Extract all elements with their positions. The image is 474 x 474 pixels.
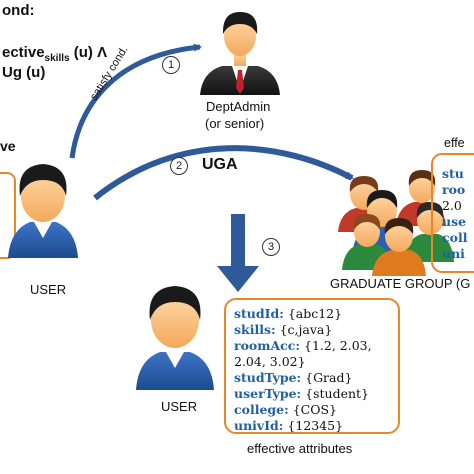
condition-and: (u) Λ xyxy=(69,44,108,61)
group-partial-attribute: 2.0 xyxy=(442,198,462,213)
effective-attribute-value: {Grad} xyxy=(301,370,353,385)
graduate-group-figure xyxy=(338,170,454,276)
effective-attribute-row: userType: {student} xyxy=(234,386,372,402)
down-arrow xyxy=(217,214,259,292)
group-partial-attribute: roo xyxy=(442,182,466,197)
user-top-figure xyxy=(8,164,78,258)
left-partial-box xyxy=(0,172,16,259)
dept-admin-label: DeptAdmin xyxy=(206,99,271,114)
effective-attribute-key: college: xyxy=(234,402,289,417)
group-partial-attribute: coll xyxy=(442,230,468,245)
uga-label: UGA xyxy=(202,156,238,173)
uga-arrow xyxy=(93,145,354,201)
user-bottom-label: USER xyxy=(161,399,198,414)
effective-attribute-row: college: {COS} xyxy=(234,402,372,418)
effective-attributes-caption: effective attributes xyxy=(247,441,353,456)
dept-admin-figure xyxy=(200,12,280,95)
user-bottom-figure xyxy=(136,286,214,390)
effective-attribute-key: roomAcc: xyxy=(234,338,301,353)
left-partial-text: ve xyxy=(0,138,16,154)
effective-attribute-key: univId: xyxy=(234,418,284,433)
effective-attribute-row: univId: {12345} xyxy=(234,418,372,434)
effective-attribute-row: skills: {c,java} xyxy=(234,322,372,338)
effective-attribute-value: {student} xyxy=(301,386,370,401)
effective-attributes-list: studId: {abc12}skills: {c,java}roomAcc: … xyxy=(234,306,372,434)
step-1-badge: 1 xyxy=(162,56,180,74)
condition-skills-sub: skills xyxy=(44,53,70,64)
effective-attribute-row: roomAcc: {1.2, 2.03, xyxy=(234,338,372,354)
effective-attribute-key: skills: xyxy=(234,322,276,337)
effective-attribute-value: {c,java} xyxy=(275,322,333,337)
dept-admin-sub-label: (or senior) xyxy=(205,116,265,131)
effective-attribute-value: {1.2, 2.03, xyxy=(300,338,372,353)
effective-attribute-row: studType: {Grad} xyxy=(234,370,372,386)
effective-attribute-key: userType: xyxy=(234,386,302,401)
condition-line-3: Ug (u) xyxy=(2,64,46,81)
step-2-badge: 2 xyxy=(170,157,188,175)
effective-attributes-box: studId: {abc12}skills: {c,java}roomAcc: … xyxy=(224,298,400,434)
effective-attribute-value: 2.04, 3.02} xyxy=(234,354,306,369)
group-partial-attribute: stu xyxy=(442,166,464,181)
effective-attribute-row: studId: {abc12} xyxy=(234,306,372,322)
effective-attribute-value: {abc12} xyxy=(283,306,343,321)
satisfy-arrow xyxy=(69,43,202,159)
effective-attribute-key: studId: xyxy=(234,306,284,321)
group-partial-box xyxy=(431,153,474,273)
effective-attribute-value: {COS} xyxy=(288,402,337,417)
group-partial-title: effe xyxy=(444,136,465,150)
condition-line-2: ectiveskills (u) Λ xyxy=(2,44,107,64)
step-3-badge: 3 xyxy=(262,238,280,256)
user-top-label: USER xyxy=(30,282,67,297)
effective-attribute-key: studType: xyxy=(234,370,302,385)
effective-attribute-row: 2.04, 3.02} xyxy=(234,354,372,370)
condition-effective: ective xyxy=(2,44,45,61)
group-partial-attribute: uni xyxy=(442,246,465,261)
condition-line-1: ond: xyxy=(2,2,35,19)
graduate-group-label: GRADUATE GROUP (G xyxy=(330,276,471,291)
group-partial-attribute: use xyxy=(442,214,467,229)
effective-attribute-value: {12345} xyxy=(283,418,344,433)
